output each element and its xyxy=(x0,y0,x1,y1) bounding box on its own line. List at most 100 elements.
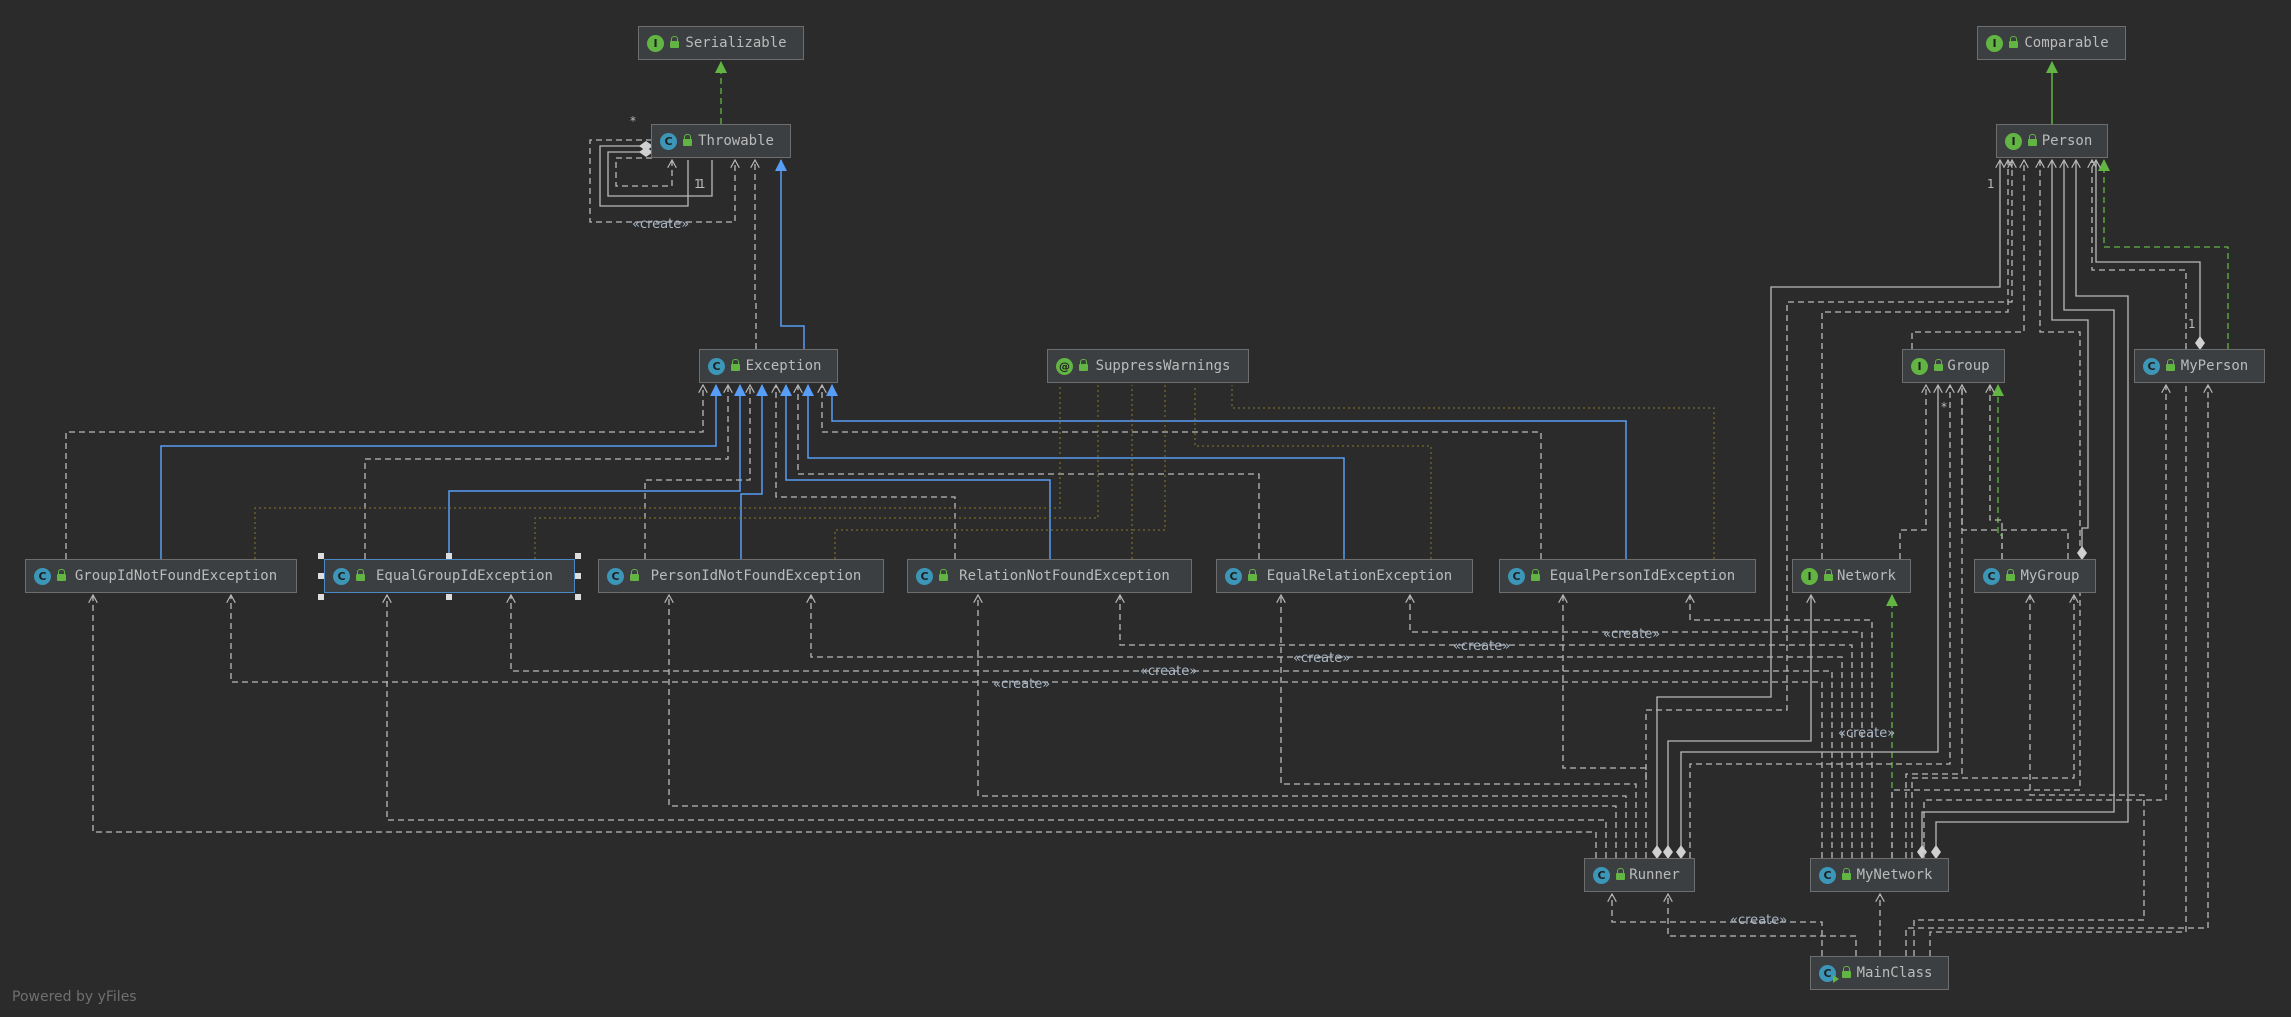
inheritance-edge-exception-throwable xyxy=(775,159,805,349)
interface-icon: I xyxy=(2005,132,2022,150)
dependency-edge-mynetwork-mygroup xyxy=(1911,595,2074,858)
class-node-my-network[interactable]: C MyNetwork xyxy=(1810,858,1949,892)
annotation-node-suppress-warnings[interactable]: @ SuppressWarnings xyxy=(1047,349,1249,383)
node-label: Network xyxy=(1836,568,1896,584)
dependency-edge-main-mygroup xyxy=(1913,595,2145,956)
create-edge-runner-personidnotfound xyxy=(669,595,1617,858)
class-node-main-class[interactable]: C MainClass xyxy=(1810,956,1949,990)
node-label: Throwable xyxy=(698,133,774,149)
class-node-group-id-not-found-exception[interactable]: C GroupIdNotFoundException xyxy=(25,559,297,593)
association-edge-runner-network xyxy=(1668,595,1811,858)
self-association-edge-throwable-a xyxy=(599,141,689,207)
dependency-edge-runner-person xyxy=(1645,160,2012,780)
class-node-my-group[interactable]: C MyGroup xyxy=(1974,559,2096,593)
class-node-equal-group-id-exception[interactable]: C EqualGroupIdException xyxy=(324,559,575,593)
self-dependency-edge-throwable xyxy=(615,157,672,187)
implementation-edge-mygroup-group xyxy=(1992,384,2004,559)
interface-node-comparable[interactable]: I Comparable xyxy=(1977,26,2126,60)
class-icon: C xyxy=(916,567,933,585)
class-node-equal-relation-exception[interactable]: C EqualRelationException xyxy=(1216,559,1473,593)
create-edge-runner-groupidnotfound xyxy=(93,595,1597,858)
node-label: Person xyxy=(2041,133,2093,149)
self-create-edge-throwable xyxy=(589,139,735,223)
node-label: EqualGroupIdException xyxy=(375,568,553,584)
selection-handle[interactable] xyxy=(575,594,581,600)
dependency-edge-equalrelation-exception xyxy=(798,385,1260,559)
class-icon: C xyxy=(2143,357,2160,375)
create-edge-label: «create» xyxy=(1293,651,1351,666)
selection-handle[interactable] xyxy=(575,573,581,579)
selection-handle[interactable] xyxy=(318,573,324,579)
dependency-edge-group-person xyxy=(1911,160,2024,349)
self-association-edge-throwable-b xyxy=(607,147,713,197)
create-edge-runner-equalgroupid xyxy=(387,595,1607,858)
annotation-edge-relationnotfound xyxy=(1131,385,1166,559)
powered-by-footer: Powered by yFiles xyxy=(12,989,137,1005)
dependency-edge-myperson-person2 xyxy=(2092,160,2187,349)
association-edge-mygroup-person xyxy=(2052,160,2089,559)
node-label: Serializable xyxy=(685,35,787,51)
dependency-edge-mynetwork-group xyxy=(1905,385,1962,858)
dependency-edge-relationnotfound-exception xyxy=(776,385,956,559)
class-icon: C xyxy=(607,567,624,585)
class-node-exception[interactable]: C Exception xyxy=(699,349,838,383)
create-edge-runner-equalrelation xyxy=(1281,595,1637,858)
multiplicity-label: * xyxy=(630,114,636,128)
class-icon: C xyxy=(660,132,677,150)
annotation-edge-equalpersonid xyxy=(1231,385,1715,559)
create-edge-label: «create» xyxy=(1838,726,1896,741)
create-edge-label: «create» xyxy=(1730,913,1788,928)
node-label: MainClass xyxy=(1856,965,1933,981)
selection-handle[interactable] xyxy=(318,594,324,600)
implementation-edge-myperson-person xyxy=(2098,159,2229,349)
multiplicity-label: 1 xyxy=(2188,317,2196,331)
class-icon: C xyxy=(708,357,725,375)
class-node-my-person[interactable]: C MyPerson xyxy=(2134,349,2265,383)
class-node-relation-not-found-exception[interactable]: C RelationNotFoundException xyxy=(907,559,1192,593)
dependency-edge-network-group xyxy=(1899,385,1926,559)
public-access-icon xyxy=(1531,569,1540,581)
interface-node-network[interactable]: I Network xyxy=(1792,559,1911,593)
inheritance-edge-groupidnotfound xyxy=(160,384,722,559)
class-node-runner[interactable]: C Runner xyxy=(1584,858,1695,892)
class-node-throwable[interactable]: C Throwable xyxy=(651,124,791,158)
node-label: MyNetwork xyxy=(1856,867,1933,883)
public-access-icon xyxy=(683,134,692,146)
public-access-icon xyxy=(2009,36,2018,48)
class-icon: C xyxy=(1225,567,1242,585)
dependency-edge-mygroup-group xyxy=(1962,385,2069,559)
public-access-icon xyxy=(57,569,66,581)
public-access-icon xyxy=(1616,868,1625,880)
interface-node-group[interactable]: I Group xyxy=(1902,349,2005,383)
create-edge-label: «create» xyxy=(1603,627,1661,642)
selection-handle[interactable] xyxy=(575,553,581,559)
inheritance-edge-equalgroupid xyxy=(448,384,746,559)
selection-handle[interactable] xyxy=(446,594,452,600)
node-label: SuppressWarnings xyxy=(1095,358,1231,374)
public-access-icon xyxy=(1248,569,1257,581)
selection-handle[interactable] xyxy=(446,553,452,559)
node-label: RelationNotFoundException xyxy=(959,568,1170,584)
dependency-edge-groupidnotfound-exception xyxy=(65,385,703,559)
annotation-edge-equalrelation xyxy=(1194,385,1432,559)
annotation-edge-personidnotfound xyxy=(834,385,1133,559)
public-access-icon xyxy=(1842,966,1851,978)
interface-node-person[interactable]: I Person xyxy=(1996,124,2108,158)
node-label: Comparable xyxy=(2024,35,2109,51)
create-edge-runner-relationnotfound xyxy=(978,595,1627,858)
public-access-icon xyxy=(731,359,740,371)
class-node-person-id-not-found-exception[interactable]: C PersonIdNotFoundException xyxy=(598,559,884,593)
annotation-edge-groupidnotfound xyxy=(254,385,1061,559)
interface-icon: I xyxy=(1801,567,1818,585)
create-edge-label: «create» xyxy=(1140,664,1198,679)
create-edge-main-runner xyxy=(1612,894,1823,956)
public-access-icon xyxy=(2006,569,2015,581)
create-edge-label: «create» xyxy=(993,677,1051,692)
class-node-equal-person-id-exception[interactable]: C EqualPersonIdException xyxy=(1499,559,1756,593)
interface-node-serializable[interactable]: I Serializable xyxy=(638,26,804,60)
selection-handle[interactable] xyxy=(318,553,324,559)
public-access-icon xyxy=(2166,359,2175,371)
node-label: PersonIdNotFoundException xyxy=(650,568,862,584)
node-label: MyGroup xyxy=(2020,568,2080,584)
